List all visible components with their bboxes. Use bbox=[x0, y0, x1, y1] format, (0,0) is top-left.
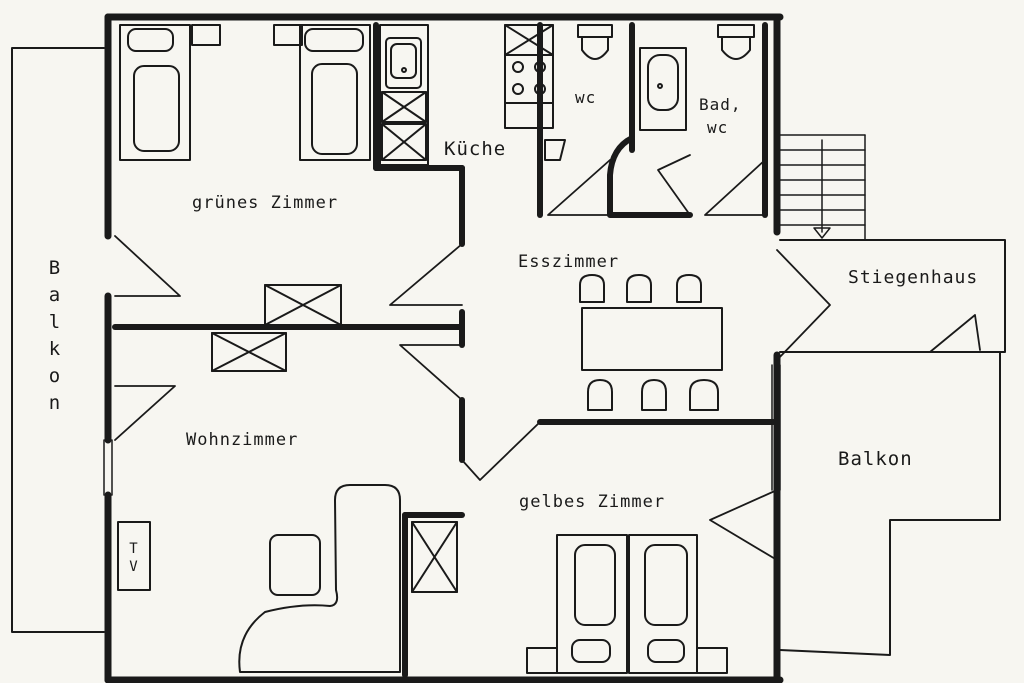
room-label-wohnzimmer: Wohnzimmer bbox=[186, 430, 299, 450]
window-lines bbox=[103, 16, 781, 496]
room-label-wc: wc bbox=[575, 88, 597, 107]
corner-cabinet bbox=[544, 139, 566, 161]
balkon-letter: o bbox=[48, 365, 62, 387]
nightstand-left bbox=[191, 24, 221, 46]
tv-cabinet bbox=[117, 521, 151, 591]
nightstand-right bbox=[273, 24, 303, 46]
bathtub-icon bbox=[639, 47, 687, 131]
toilet-bad-icon bbox=[717, 24, 755, 60]
dining-table bbox=[581, 307, 723, 371]
bed-left bbox=[119, 24, 191, 161]
sink-icon bbox=[385, 37, 422, 89]
wardrobe-gelbes bbox=[411, 521, 458, 593]
balkon-letter: n bbox=[48, 392, 62, 414]
balkon-letter: B bbox=[48, 257, 62, 279]
door-swings bbox=[114, 154, 981, 561]
bed-gelbes-left bbox=[556, 534, 628, 674]
nightstand-gelbes-left bbox=[526, 647, 558, 674]
bed-gelbes-right bbox=[628, 534, 698, 674]
room-label-stiegenhaus: Stiegenhaus bbox=[848, 267, 979, 288]
dining-chairs-bottom bbox=[587, 379, 719, 411]
tv-label-line1: T bbox=[129, 541, 139, 557]
room-label-bad-line2: wc bbox=[707, 118, 729, 137]
room-label-gruenes-zimmer: grünes Zimmer bbox=[192, 193, 339, 213]
dining-chairs-top bbox=[579, 274, 702, 303]
kitchen-cabinet-1 bbox=[381, 91, 427, 123]
stairs bbox=[779, 134, 866, 241]
room-label-gelbes-zimmer: gelbes Zimmer bbox=[519, 492, 666, 512]
room-label-esszimmer: Esszimmer bbox=[518, 252, 620, 272]
armchair bbox=[269, 534, 321, 596]
balkon-letter: a bbox=[48, 284, 62, 306]
kitchen-counter bbox=[379, 24, 429, 166]
bed-right bbox=[299, 24, 371, 161]
room-label-balkon-left: B a l k o n bbox=[43, 255, 67, 417]
wardrobe-wohn bbox=[211, 332, 287, 372]
tv-label-line2: V bbox=[129, 559, 139, 575]
room-label-bad-line1: Bad, bbox=[699, 95, 742, 114]
balcony-right-outline bbox=[779, 351, 1001, 656]
kitchen-cabinet-2 bbox=[381, 123, 427, 161]
room-label-balkon-right: Balkon bbox=[838, 448, 913, 470]
exterior-walls bbox=[104, 13, 784, 683]
kitchen-lower-unit bbox=[504, 102, 554, 129]
toilet-icon bbox=[577, 24, 613, 60]
nightstand-gelbes-right bbox=[696, 647, 728, 674]
balkon-letter: k bbox=[48, 338, 62, 360]
sofa bbox=[238, 484, 401, 673]
interior-walls bbox=[112, 22, 776, 678]
wardrobe-gruenes bbox=[264, 284, 342, 326]
balcony-left-outline bbox=[11, 47, 105, 633]
balkon-letter: l bbox=[48, 311, 62, 333]
room-label-kueche: Küche bbox=[444, 138, 507, 160]
tv-label: T V bbox=[126, 540, 142, 576]
stove-icon bbox=[504, 54, 554, 104]
stairwell-outline bbox=[779, 239, 1006, 353]
fridge-cabinet bbox=[504, 24, 554, 56]
